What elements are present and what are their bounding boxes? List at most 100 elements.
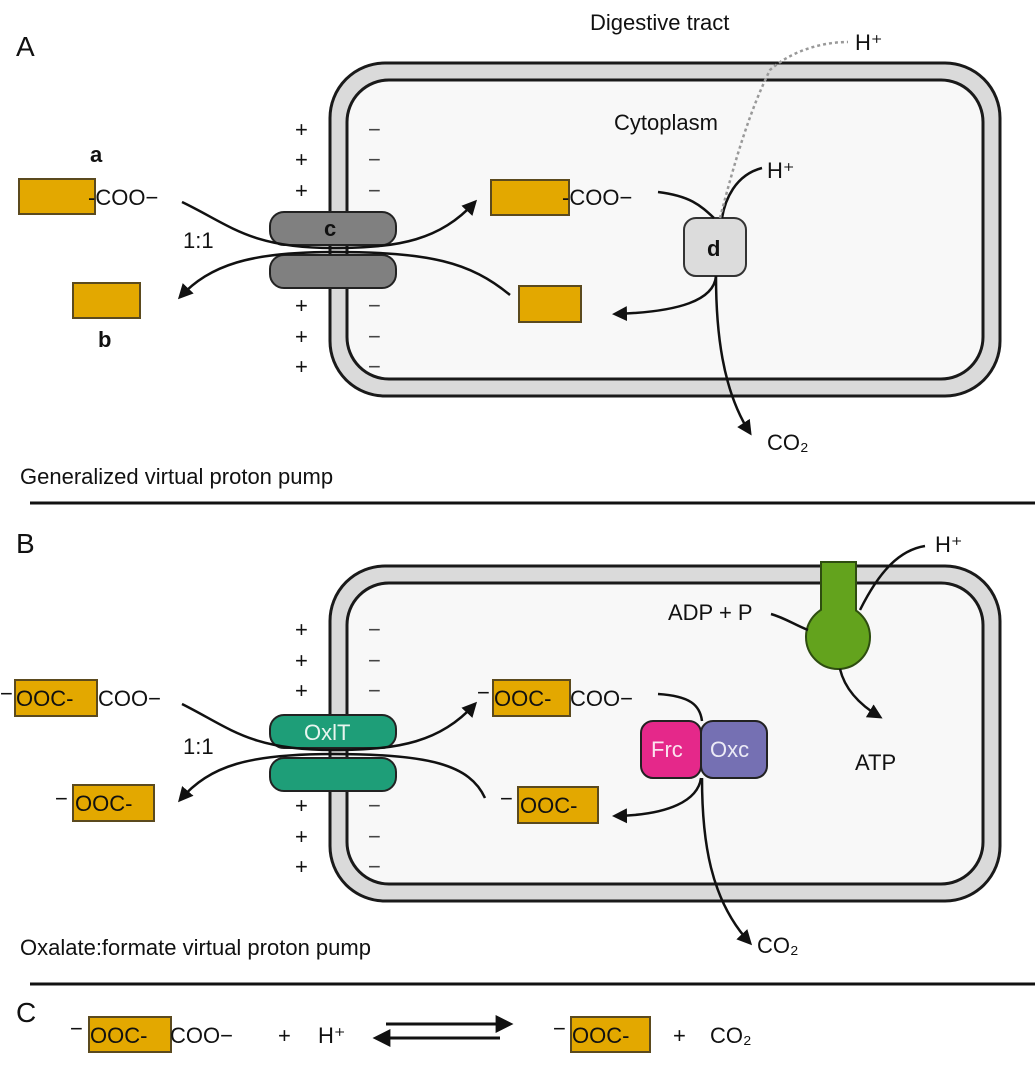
formate-inside-box bbox=[517, 786, 599, 824]
formate-inside-box-text: OOC- bbox=[520, 793, 577, 818]
formate-outside-prefix: − bbox=[55, 786, 68, 811]
import-arrow-a bbox=[181, 199, 478, 250]
co2-b: CO₂ bbox=[757, 933, 799, 958]
proton-outside-a: H⁺ bbox=[855, 30, 883, 55]
enzyme-to-co2-arrow bbox=[700, 777, 753, 946]
transporter-c-label: c bbox=[324, 216, 336, 241]
cytoplasm-label: Cytoplasm bbox=[614, 110, 718, 135]
svg-text:+: + bbox=[295, 324, 308, 349]
svg-text:−: − bbox=[368, 178, 381, 203]
svg-text:+: + bbox=[295, 793, 308, 818]
panel-b-letter: B bbox=[16, 528, 35, 559]
d-to-proton-line bbox=[720, 166, 763, 219]
label-a: a bbox=[90, 142, 103, 167]
d-to-co2-arrow bbox=[714, 275, 752, 436]
export-arrow-a bbox=[177, 250, 511, 300]
atp-arrow bbox=[838, 668, 883, 719]
caption-b: Oxalate:formate virtual proton pump bbox=[20, 935, 371, 960]
export-arrow-b bbox=[178, 752, 487, 803]
d-to-product-arrow bbox=[612, 275, 718, 322]
reactant-prefix: − bbox=[70, 1016, 83, 1041]
svg-text:−: − bbox=[368, 617, 381, 642]
adp-label: ADP + P bbox=[668, 600, 753, 625]
enzyme-frc-label: Frc bbox=[651, 737, 683, 762]
inside-charges-a: − − − − − − bbox=[368, 117, 381, 379]
svg-text:−: − bbox=[368, 354, 381, 379]
panel-a: A Digestive tract Cytoplasm + + + + + + … bbox=[16, 10, 1002, 489]
import-arrow-b bbox=[181, 701, 478, 752]
proton-dotted-path bbox=[718, 40, 849, 219]
svg-text:+: + bbox=[295, 824, 308, 849]
svg-text:+: + bbox=[295, 117, 308, 142]
svg-text:−: − bbox=[368, 648, 381, 673]
product-b-inside bbox=[518, 285, 582, 323]
svg-text:+: + bbox=[295, 854, 308, 879]
svg-text:−: − bbox=[368, 793, 381, 818]
oxalate-inside-box bbox=[492, 679, 571, 717]
transporter-oxlt-top bbox=[269, 714, 397, 749]
svg-text:+: + bbox=[295, 147, 308, 172]
enzyme-to-formate-arrow bbox=[612, 777, 703, 824]
atp-synthase bbox=[805, 561, 871, 670]
panel-c-letter: C bbox=[16, 997, 36, 1028]
product-box-text: OOC- bbox=[572, 1023, 629, 1048]
oxalate-outside-prefix: − bbox=[0, 681, 13, 706]
substrate-a-inside bbox=[490, 179, 570, 216]
plus-1: + bbox=[278, 1023, 291, 1048]
svg-text:−: − bbox=[368, 293, 381, 318]
formate-inside-prefix: − bbox=[500, 786, 513, 811]
proton-c: H⁺ bbox=[318, 1023, 346, 1048]
enzyme-oxc bbox=[700, 720, 768, 779]
carboxylate-inside: -COO− bbox=[562, 185, 632, 210]
outside-charges-a: + + + + + + bbox=[295, 117, 308, 379]
inside-charges-b: − − − − − − bbox=[368, 617, 381, 879]
co2-a: CO₂ bbox=[767, 430, 809, 455]
substrate-to-d-line bbox=[657, 190, 715, 219]
ratio-b: 1:1 bbox=[183, 734, 214, 759]
product-box bbox=[570, 1016, 651, 1053]
panel-a-letter: A bbox=[16, 31, 35, 62]
svg-text:+: + bbox=[295, 178, 308, 203]
oxalate-outside-box-text: OOC- bbox=[16, 686, 73, 711]
caption-a: Generalized virtual proton pump bbox=[20, 464, 333, 489]
oxalate-inside-prefix: − bbox=[477, 680, 490, 705]
label-b: b bbox=[98, 327, 111, 352]
enzyme-oxc-label: Oxc bbox=[710, 737, 749, 762]
proton-inside-a: H⁺ bbox=[767, 158, 795, 183]
proton-b: H⁺ bbox=[935, 532, 963, 557]
outside-charges-b: + + + + + + bbox=[295, 617, 308, 879]
svg-text:+: + bbox=[295, 648, 308, 673]
adp-line bbox=[770, 612, 809, 632]
transporter-c-top bbox=[269, 211, 397, 246]
svg-text:+: + bbox=[295, 678, 308, 703]
reactant-box bbox=[88, 1016, 172, 1053]
svg-text:−: − bbox=[368, 147, 381, 172]
carboxylate-outside: -COO− bbox=[88, 185, 158, 210]
transporter-oxlt-bottom bbox=[269, 757, 397, 792]
svg-text:+: + bbox=[295, 293, 308, 318]
oxalate-inside-suffix: COO− bbox=[570, 686, 633, 711]
substrate-a-outside bbox=[18, 178, 96, 215]
reactant-box-text: OOC- bbox=[90, 1023, 147, 1048]
oxalate-outside-suffix: COO− bbox=[98, 686, 161, 711]
digestive-tract-label: Digestive tract bbox=[590, 10, 729, 35]
atp-label: ATP bbox=[855, 750, 896, 775]
formate-outside-box-text: OOC- bbox=[75, 791, 132, 816]
svg-text:+: + bbox=[295, 617, 308, 642]
oxalate-to-enzyme-line bbox=[657, 692, 704, 722]
svg-text:−: − bbox=[368, 117, 381, 142]
svg-text:−: − bbox=[368, 678, 381, 703]
transporter-c-bottom bbox=[269, 254, 397, 289]
reactant-suffix: COO− bbox=[170, 1023, 233, 1048]
ratio-a: 1:1 bbox=[183, 228, 214, 253]
oxalate-inside-box-text: OOC- bbox=[494, 686, 551, 711]
proton-line-b bbox=[858, 544, 926, 611]
co2-c: CO₂ bbox=[710, 1023, 752, 1048]
plus-2: + bbox=[673, 1023, 686, 1048]
panel-c: C − OOC- COO− + H⁺ − OOC- + CO₂ bbox=[16, 997, 752, 1053]
svg-text:−: − bbox=[368, 824, 381, 849]
product-prefix: − bbox=[553, 1016, 566, 1041]
svg-text:−: − bbox=[368, 854, 381, 879]
oxalate-outside-box bbox=[14, 679, 98, 717]
